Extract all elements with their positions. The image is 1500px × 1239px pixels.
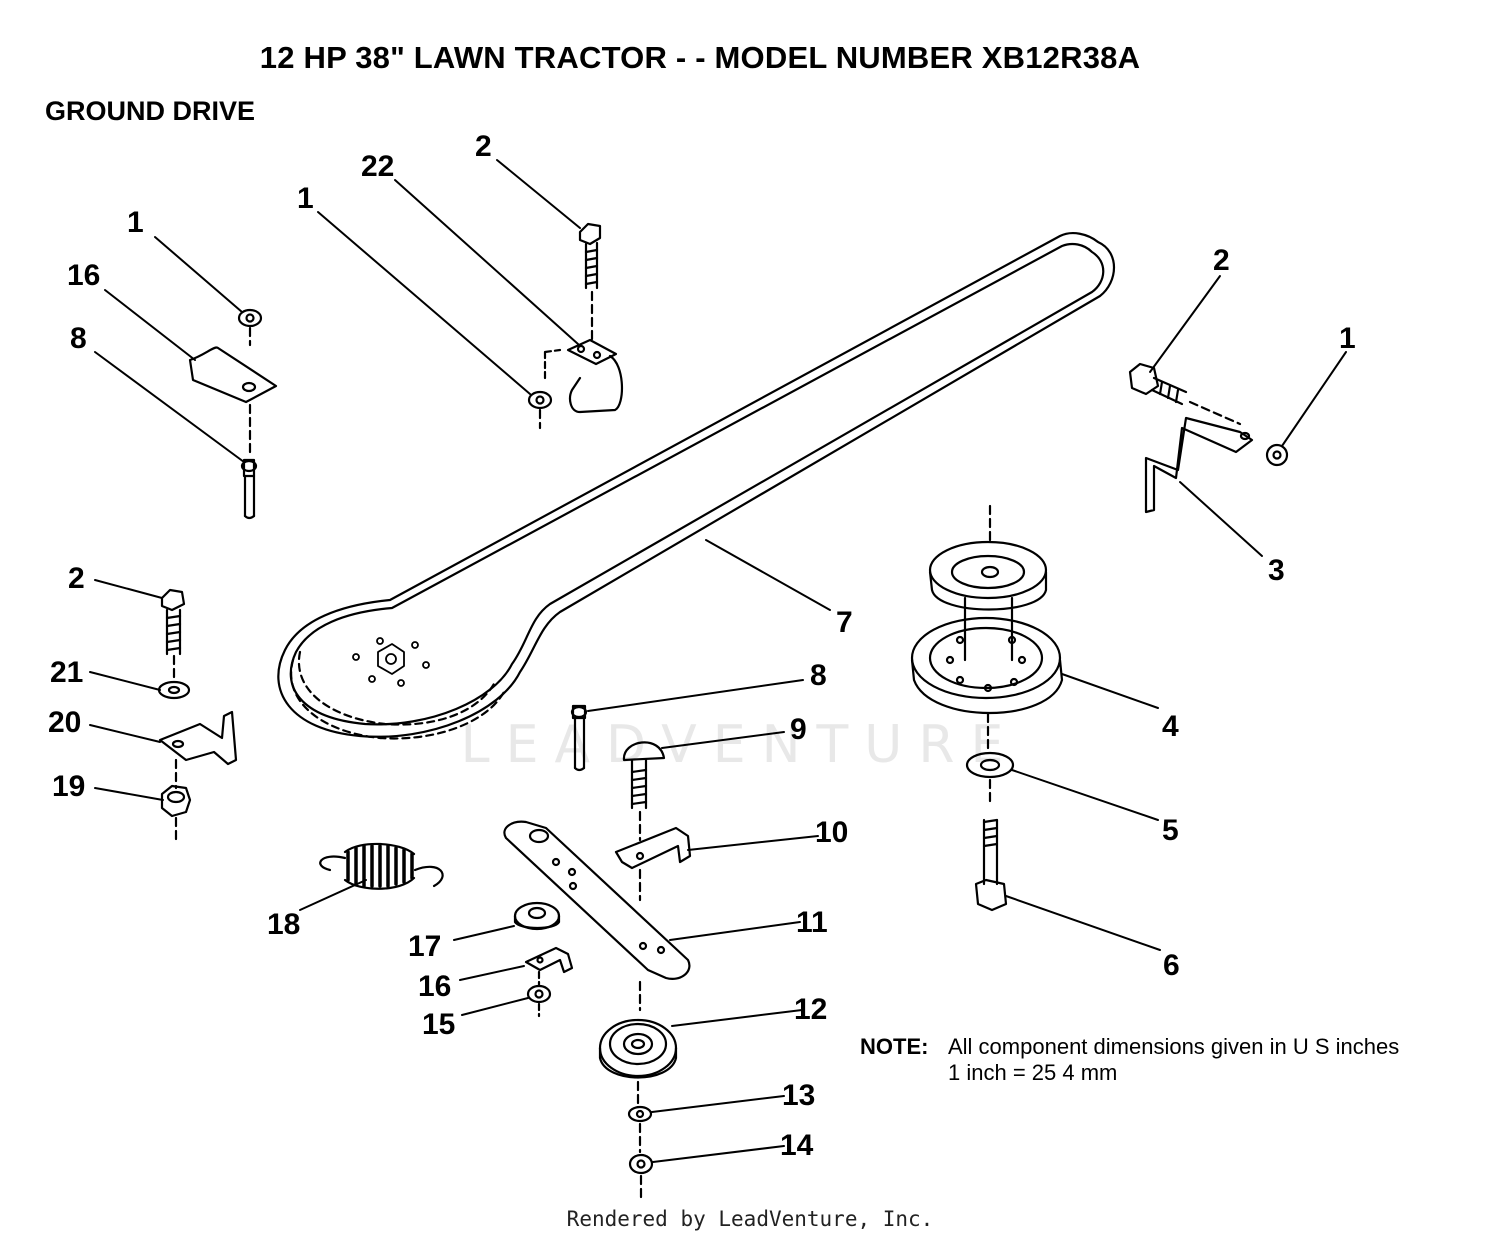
section-title: GROUND DRIVE [45, 96, 256, 126]
callout-8: 8 [70, 322, 87, 355]
callout-18: 18 [267, 908, 300, 941]
callout-12: 12 [794, 993, 827, 1026]
callout-6: 6 [1163, 949, 1180, 982]
callout-1: 1 [127, 206, 144, 239]
shoulder-bolt-center [570, 704, 588, 772]
engine-pulley-bolt [974, 818, 1008, 912]
callout-8: 8 [810, 659, 827, 692]
callout-19: 19 [52, 770, 85, 803]
belt-guide-hook [543, 338, 624, 414]
idler-arm [503, 820, 691, 1012]
callout-14: 14 [780, 1129, 814, 1162]
engine-pulley-assembly [910, 504, 1064, 752]
callout-7: 7 [836, 606, 853, 639]
callout-2: 2 [68, 562, 85, 595]
transaxle-pulley [352, 637, 430, 687]
callout-labels: 1 16 8 22 1 2 2 1 3 7 2 21 20 19 8 9 4 5… [48, 130, 1356, 1162]
idler-arm-bracket [1144, 416, 1254, 514]
belt-keeper-bracket [524, 946, 574, 987]
extension-spring [319, 842, 444, 890]
watermark-text: LEADVENTURE [460, 715, 1020, 775]
hex-bolt-top [578, 222, 602, 342]
hex-nut-idler [526, 984, 552, 1018]
flat-washer-left [157, 680, 191, 700]
note-line-1: All component dimensions given in U S in… [948, 1034, 1400, 1059]
callout-1: 1 [1339, 322, 1356, 355]
callout-20: 20 [48, 706, 81, 739]
callout-17: 17 [408, 930, 441, 963]
shoulder-bolt-left [240, 458, 258, 520]
callout-3: 3 [1268, 554, 1285, 587]
mounting-bracket-left [158, 710, 238, 790]
idler-spacer [513, 901, 561, 931]
belt-guide-bracket-left [188, 346, 278, 457]
hex-bolt-right [1128, 362, 1242, 426]
leader-lines [89, 159, 1347, 1163]
callout-10: 10 [815, 816, 848, 849]
page-title: 12 HP 38" LAWN TRACTOR - - MODEL NUMBER … [259, 40, 1141, 75]
lock-washer [965, 751, 1015, 808]
callout-11: 11 [796, 906, 828, 939]
hex-nut-top-left [237, 308, 263, 347]
hex-nut-top-middle [527, 390, 553, 430]
callout-13: 13 [782, 1079, 815, 1112]
callout-5: 5 [1162, 814, 1179, 847]
dimension-note: NOTE: All component dimensions given in U… [860, 1034, 1399, 1086]
callout-16: 16 [418, 970, 451, 1003]
carriage-bolt [622, 741, 666, 842]
callout-9: 9 [790, 713, 807, 746]
note-label: NOTE: [860, 1034, 929, 1059]
hex-nut-right [1265, 443, 1289, 467]
callout-1: 1 [297, 182, 314, 215]
callout-16: 16 [67, 259, 100, 292]
lock-nut-left [160, 784, 192, 842]
callout-4: 4 [1162, 710, 1179, 743]
note-line-2: 1 inch = 25 4 mm [948, 1060, 1118, 1085]
hex-bolt-left [160, 588, 186, 682]
hex-nut-bottom [628, 1153, 654, 1200]
spring-bracket [614, 826, 692, 902]
drive-belt [277, 232, 1115, 740]
callout-2: 2 [1213, 244, 1230, 277]
render-credit: Rendered by LeadVenture, Inc. [566, 1207, 934, 1231]
callout-21: 21 [50, 656, 83, 689]
callout-2: 2 [475, 130, 492, 163]
callout-15: 15 [422, 1008, 455, 1041]
flat-idler-pulley [598, 1018, 678, 1106]
callout-22: 22 [361, 150, 394, 183]
flat-washer-idler [627, 1105, 653, 1154]
